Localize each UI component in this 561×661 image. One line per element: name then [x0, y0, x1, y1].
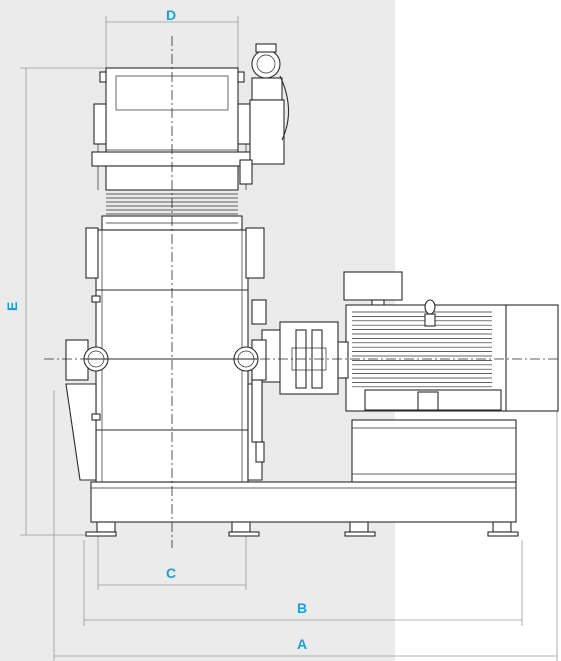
dimension-label-e: E	[4, 301, 20, 311]
dimension-label-d: D	[166, 7, 177, 23]
dimension-lines	[20, 16, 558, 661]
grinder-body	[65, 67, 267, 483]
dimension-label-b: B	[297, 600, 308, 616]
upper-drive-motor	[239, 43, 290, 185]
center-lines	[44, 36, 561, 548]
dimension-label-a: A	[297, 636, 308, 652]
base-frame	[85, 481, 519, 537]
coupling-housing	[261, 321, 339, 395]
electric-motor	[337, 271, 559, 483]
dimension-label-c: C	[166, 565, 177, 581]
